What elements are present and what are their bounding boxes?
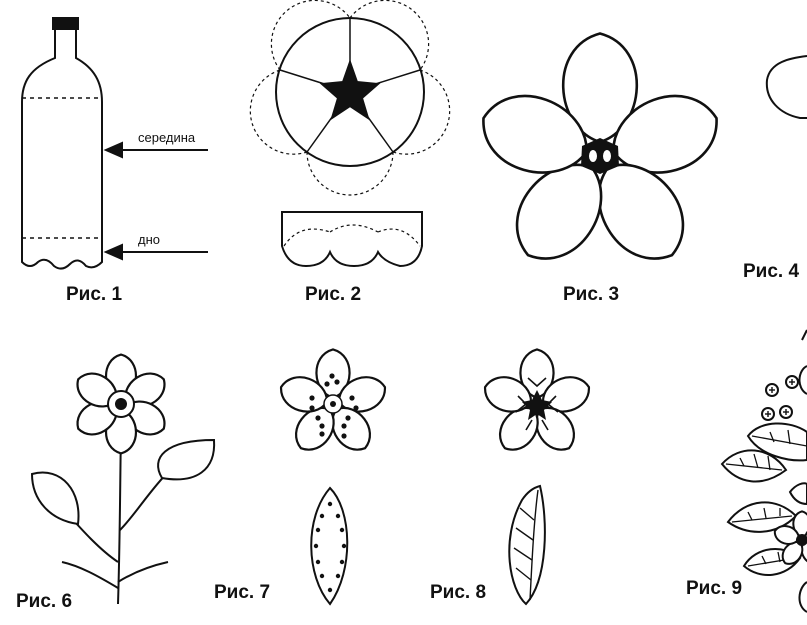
stem-flower-figure [32,428,214,604]
veined-leaf [509,486,545,604]
caption-fig2: Рис. 2 [305,284,362,305]
lower-left-branch [62,562,118,588]
petal-figure-partial [767,56,807,118]
ornament-top-mark [802,330,807,340]
stem-flower-center [108,391,134,417]
large-flower-center [581,138,619,174]
middle-arrow-head [106,143,122,157]
ornament-flower-center [797,535,807,545]
caption-fig1: Рис. 1 [66,284,123,305]
caption-fig6: Рис. 6 [16,591,73,612]
bottom-segment-dots [250,0,449,195]
side-profile-dots [284,225,420,246]
partial-petal-shape [767,56,807,118]
ornament-cluster [722,330,807,612]
dotted-leaf [311,488,347,604]
lower-right-branch [118,562,168,582]
bottom-label: дно [138,232,160,247]
caption-fig9: Рис. 9 [686,578,743,599]
dotted-flower-center [309,373,359,439]
bottom-star-center [322,62,378,118]
bottom-arrow-head [106,245,122,259]
ornament-top-petal [799,366,807,394]
caption-fig8: Рис. 8 [430,582,487,603]
bottom-side-profile [282,212,422,266]
bottle-outline [22,29,102,269]
star-flower-center [516,378,558,430]
left-leaf [32,473,79,524]
right-leaf [158,440,214,479]
bottle-bottom-figure [250,0,449,266]
middle-label: середина [138,130,196,145]
bottle-cap [53,18,78,29]
ornament-buds [762,376,798,420]
ornament-lower-bud [799,582,807,612]
bottle-figure [22,18,208,269]
caption-fig7: Рис. 7 [214,582,271,603]
caption-fig4: Рис. 4 [743,261,800,282]
caption-fig3: Рис. 3 [563,284,620,305]
